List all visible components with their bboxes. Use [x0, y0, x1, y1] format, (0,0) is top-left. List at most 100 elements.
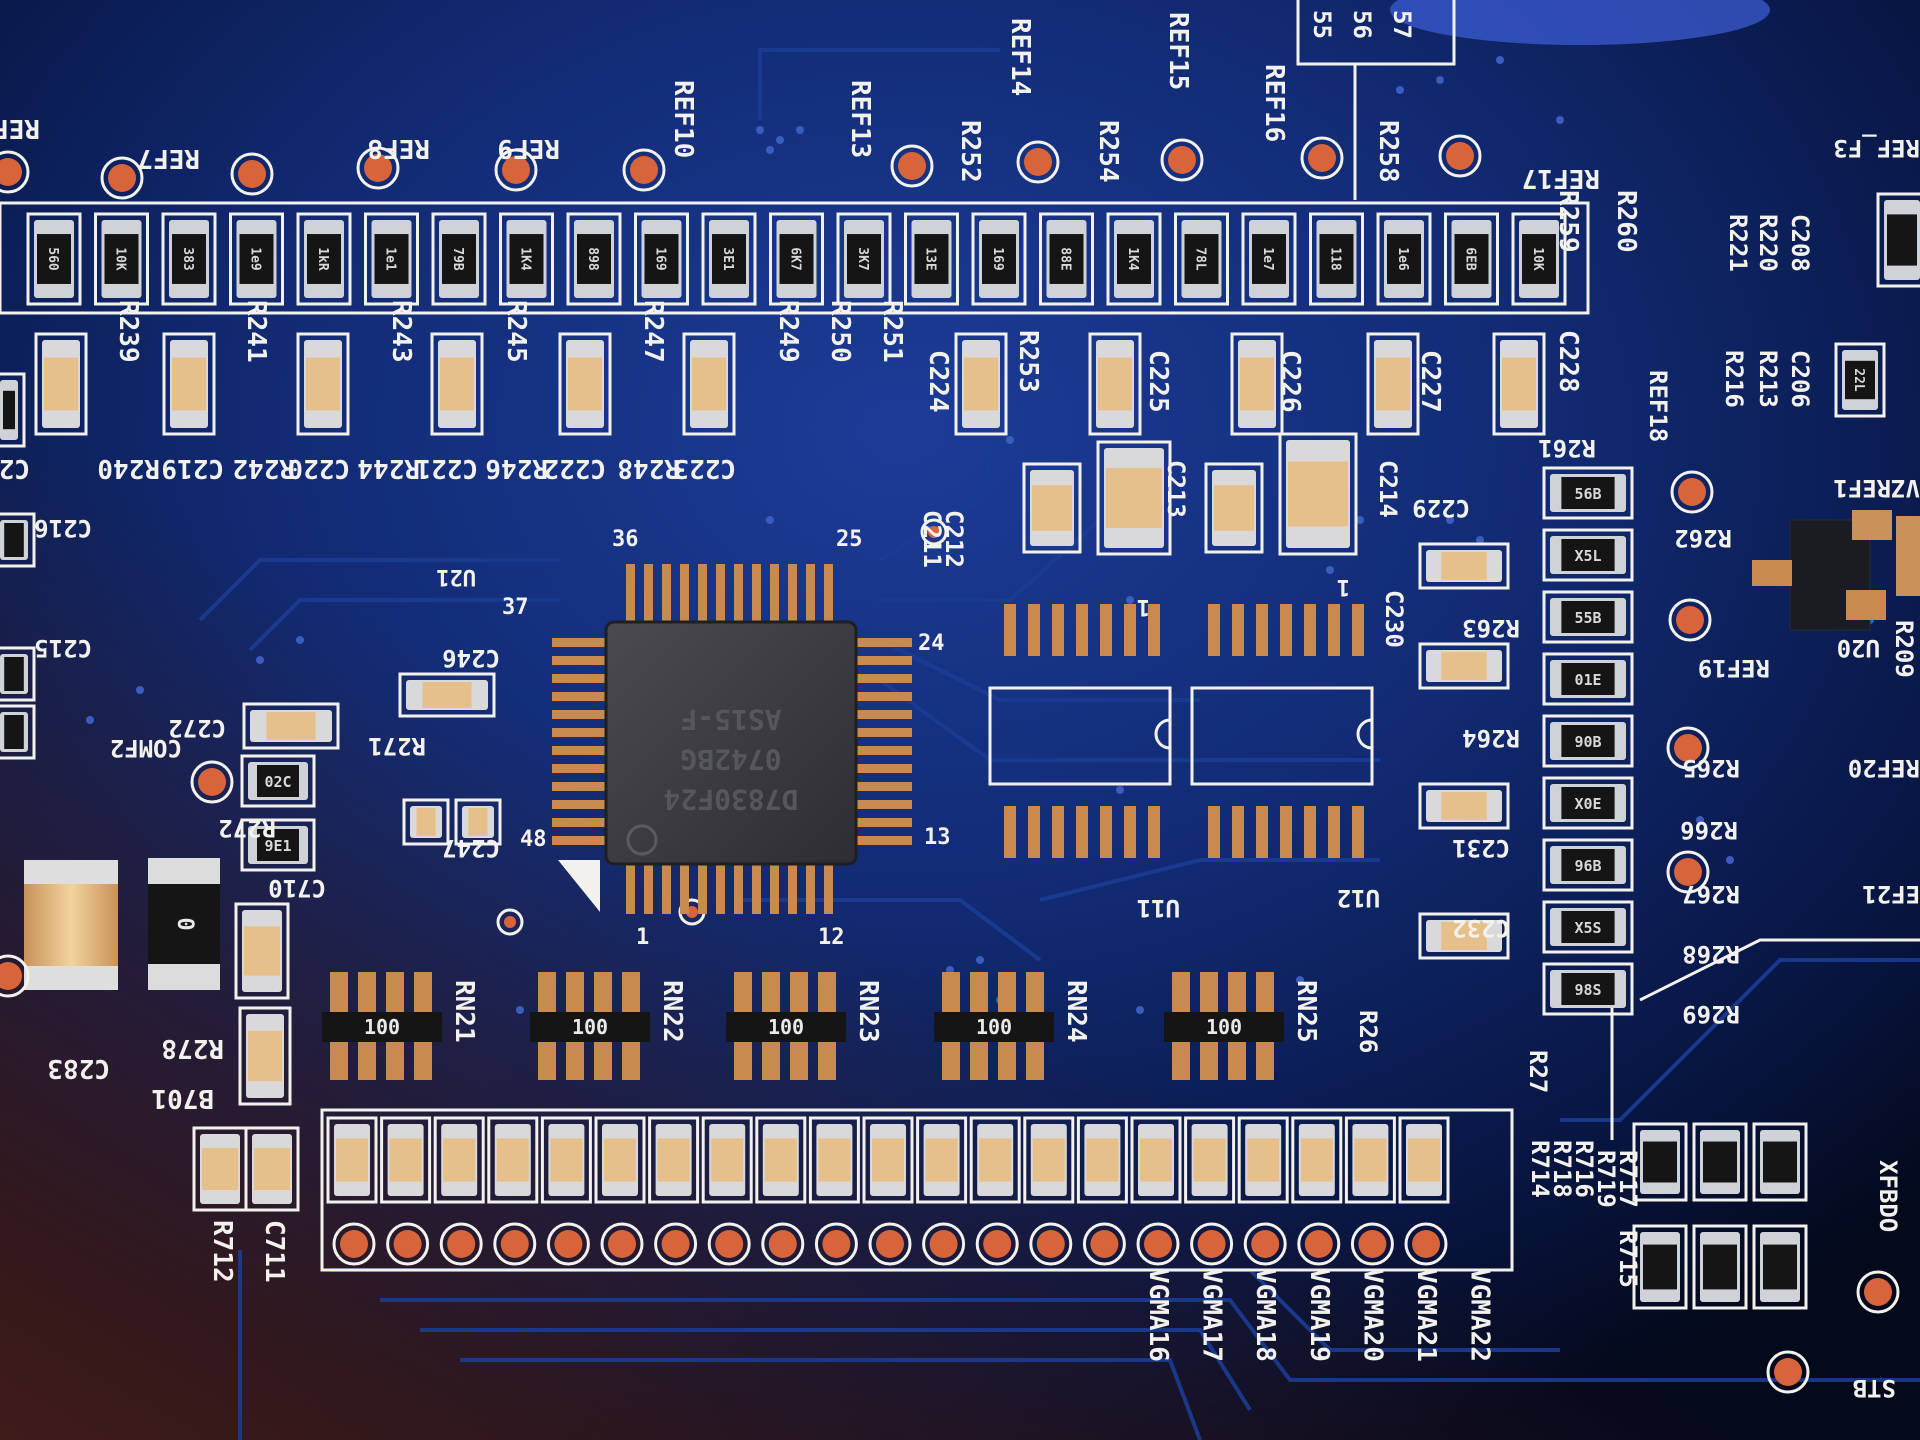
- tantalum-mark: 0: [172, 917, 197, 930]
- resistor-value: 90B: [1574, 733, 1601, 751]
- via: [1126, 596, 1134, 604]
- resistor-value: X0E: [1574, 795, 1601, 813]
- vgma-header-pad-ring: [493, 1222, 537, 1266]
- smd-capacitor: [1130, 1116, 1182, 1204]
- vgma-label: VGMA20: [1357, 1268, 1387, 1362]
- chip-pin: [854, 818, 912, 827]
- smd-resistor: 169: [634, 212, 689, 306]
- network-value: 100: [1206, 1015, 1242, 1039]
- resistor-value: X5S: [1574, 919, 1601, 937]
- soic-pin: [1028, 604, 1040, 656]
- cap-row-ref: C227: [1415, 350, 1445, 413]
- resistor-value: 98S: [1574, 981, 1601, 999]
- chip-pin: [552, 746, 608, 755]
- r221-label: R221: [1724, 214, 1752, 272]
- connector-label: 57: [1388, 10, 1416, 39]
- resistor-value: 1e9: [248, 247, 263, 270]
- u21-label: U21: [436, 564, 476, 589]
- chip-side-via-ring: [496, 908, 524, 936]
- ref9-label: REF9: [497, 133, 560, 163]
- c711-label: C711: [259, 1220, 289, 1283]
- chip-pin: [552, 638, 608, 647]
- chip-marking-line-2: 0742BG: [680, 743, 781, 776]
- chip-side-via: [928, 526, 940, 538]
- smd-capacitor: [1344, 1116, 1396, 1204]
- via: [1326, 566, 1334, 574]
- vgma-header-pad: [1412, 1230, 1440, 1258]
- top-ref-via-ring: [622, 148, 666, 192]
- smd-capacitor: [755, 1116, 807, 1204]
- chip-marking-line-1: AS15-F: [680, 703, 781, 736]
- resistor-value: 88E: [1058, 247, 1073, 270]
- smd-resistor: 13E: [904, 212, 959, 306]
- left-edge-via: [0, 962, 22, 990]
- via: [136, 686, 144, 694]
- smd-resistor: 02C: [240, 754, 316, 808]
- tantalum-capacitor: [24, 860, 118, 990]
- chip-pin: [626, 564, 635, 624]
- cap-row-ref: C220: [287, 453, 350, 483]
- vgma-header-pad: [1251, 1230, 1280, 1258]
- stb-via-ring: [1766, 1350, 1810, 1394]
- smd-resistor: 1e7: [1241, 212, 1297, 306]
- via: [1436, 76, 1444, 84]
- top-resistor-ref: R241: [241, 300, 271, 363]
- via: [976, 956, 984, 964]
- via: [756, 126, 764, 134]
- cap-row-ref: R240: [97, 453, 160, 483]
- resistor-value: 1K4: [518, 247, 533, 271]
- soic-pin: [1256, 604, 1268, 656]
- resistor-value: 169: [653, 247, 668, 270]
- smd-capacitor: [433, 1116, 485, 1204]
- ref15-label: REF15: [1163, 12, 1193, 90]
- r27-label: R27: [1524, 1050, 1552, 1093]
- vgma-header-pad: [340, 1230, 368, 1258]
- r267-label: R267: [1682, 880, 1740, 908]
- connector-label: 56: [1348, 10, 1376, 39]
- smd-resistor: [1632, 1224, 1688, 1310]
- smd-resistor: [0, 704, 36, 760]
- ref14-label: REF14: [1005, 18, 1035, 96]
- ref10-label: REF10: [668, 80, 698, 158]
- resistor-value: 6K7: [788, 247, 803, 270]
- u12-label: U12: [1337, 884, 1380, 912]
- vgma-label: VGMA17: [1197, 1268, 1227, 1362]
- top-ref-via-ring: [230, 152, 274, 196]
- ref7-label: REF7: [137, 143, 200, 173]
- chip-pin1-dot: [626, 824, 658, 856]
- via: [796, 126, 804, 134]
- chip-pin: [680, 862, 689, 914]
- ef21-label: EF21: [1862, 880, 1920, 908]
- smd-capacitor: [1184, 1116, 1236, 1204]
- soic-pin: [1232, 806, 1244, 858]
- r716-label: R716: [1570, 1140, 1598, 1198]
- via: [1296, 976, 1304, 984]
- cap-row-ref: C221: [415, 453, 478, 483]
- ref16-label: REF16: [1259, 64, 1289, 142]
- via: [1496, 56, 1504, 64]
- vgma-header-pad-ring: [814, 1222, 858, 1266]
- chip-pin: [552, 656, 608, 665]
- c229-label: C229: [1412, 494, 1470, 522]
- smd-resistor: 01E: [1542, 652, 1634, 706]
- smd-capacitor: [558, 332, 612, 436]
- smd-resistor: 383: [161, 212, 217, 306]
- chip-pin: [770, 862, 779, 914]
- resistor-value: 560: [45, 247, 60, 271]
- r714-label: R714: [1526, 1140, 1554, 1198]
- chip-pin: [716, 862, 725, 914]
- u12-outline: [1190, 686, 1374, 786]
- soic-pin: [1076, 806, 1088, 858]
- via: [86, 716, 94, 724]
- resistor-value: 3E1: [720, 247, 735, 271]
- top-resistor-ref: R243: [386, 300, 416, 363]
- smd-resistor: 1e9: [229, 212, 284, 306]
- smd-resistor: 10K: [1511, 212, 1567, 306]
- chip-side-via-ring: [920, 518, 948, 546]
- ref20-label: REF20: [1848, 754, 1920, 782]
- via: [1116, 786, 1124, 794]
- soic-pin: [1280, 806, 1292, 858]
- chip-pin: [854, 728, 912, 737]
- smd-capacitor: [1230, 332, 1284, 436]
